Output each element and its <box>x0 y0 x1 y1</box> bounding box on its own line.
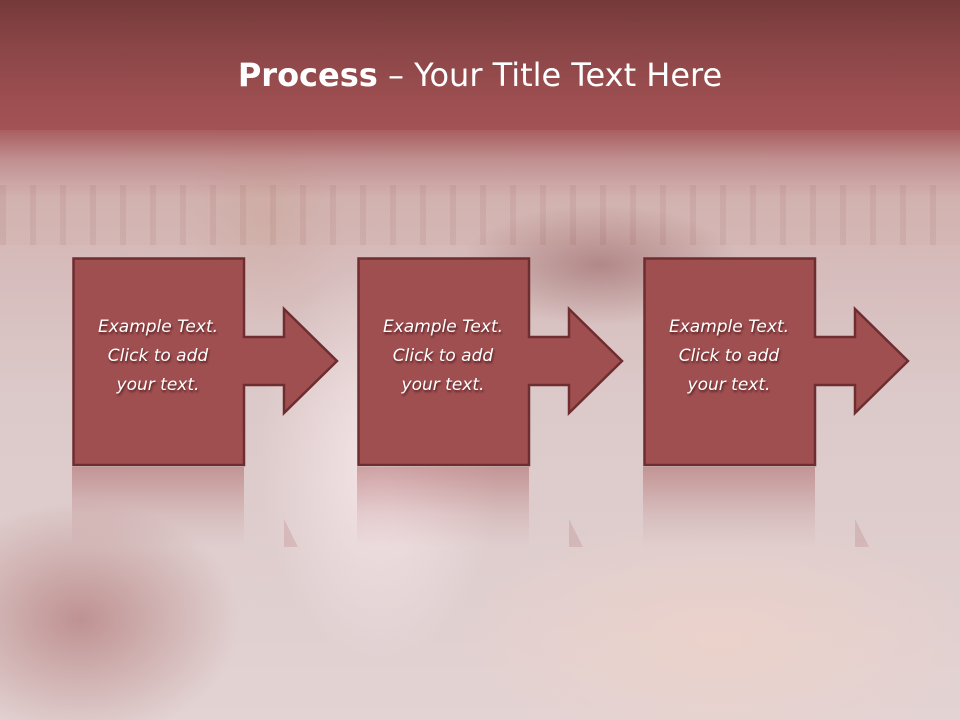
title-bar <box>0 0 960 130</box>
slide-title[interactable]: Process – Your Title Text Here <box>0 53 960 97</box>
step-text-line: Click to add <box>392 346 494 366</box>
title-bar-fade <box>0 128 960 198</box>
step-reflection <box>643 467 815 547</box>
step-text-line: your text. <box>116 375 200 395</box>
arrow-right-icon <box>357 257 624 467</box>
step-text-line: Example Text. <box>382 317 504 337</box>
process-step-3[interactable]: Example Text. Click to add your text. <box>643 257 933 547</box>
process-step-1[interactable]: Example Text. Click to add your text. <box>72 257 362 547</box>
arrow-right-icon <box>643 257 910 467</box>
step-text-line: Example Text. <box>97 317 219 337</box>
process-step-2[interactable]: Example Text. Click to add your text. <box>357 257 647 547</box>
reflection-arrow-icon <box>569 519 583 547</box>
step-text-line: Click to add <box>107 346 209 366</box>
step-text-line: Click to add <box>678 346 780 366</box>
title-rest: – Your Title Text Here <box>377 56 723 94</box>
step-text[interactable]: Example Text. Click to add your text. <box>72 313 244 400</box>
step-text[interactable]: Example Text. Click to add your text. <box>357 313 529 400</box>
title-bold: Process <box>237 56 378 94</box>
step-reflection <box>72 467 244 547</box>
step-text-line: your text. <box>687 375 771 395</box>
step-reflection <box>357 467 529 547</box>
step-text-line: Example Text. <box>668 317 790 337</box>
reflection-arrow-icon <box>284 519 298 547</box>
step-text-line: your text. <box>401 375 485 395</box>
arrow-right-icon <box>72 257 339 467</box>
reflection-arrow-icon <box>855 519 869 547</box>
step-text[interactable]: Example Text. Click to add your text. <box>643 313 815 400</box>
